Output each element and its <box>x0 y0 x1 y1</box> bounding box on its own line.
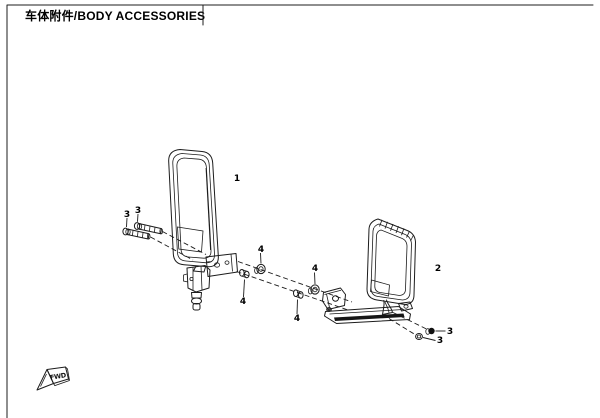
bolt <box>122 227 151 240</box>
page-border <box>6 4 594 418</box>
callout-part-3: 3 <box>135 206 141 216</box>
bolt <box>425 327 435 335</box>
page-title: 车体附件/BODY ACCESSORIES <box>25 8 205 23</box>
mirror-right-base-bracket <box>322 287 413 324</box>
spacer <box>293 289 304 299</box>
leader-line <box>314 272 316 285</box>
callout-part-3: 3 <box>437 336 443 346</box>
nut <box>254 263 266 275</box>
fwd-direction-indicator: FWD <box>36 366 70 391</box>
mounting-bolts-left <box>122 213 163 240</box>
leader-line <box>296 299 298 315</box>
callout-part-4: 4 <box>294 314 300 324</box>
title-block: 车体附件/BODY ACCESSORIES <box>25 4 205 26</box>
axis-dashed-lines <box>150 231 428 336</box>
callout-part-2: 2 <box>435 264 441 274</box>
nut <box>307 284 320 295</box>
mirror-left-stem <box>183 265 211 311</box>
leader-line <box>260 252 262 264</box>
callout-part-1: 1 <box>234 174 240 184</box>
leader-line <box>243 279 245 298</box>
fastener-set-middle <box>239 252 320 315</box>
mirror-left-bracket <box>205 253 238 277</box>
callout-part-4: 4 <box>240 297 246 307</box>
mirror-right-housing <box>366 218 416 305</box>
mirror-left-assembly <box>168 149 238 311</box>
nut <box>415 333 423 340</box>
bolt <box>133 222 163 235</box>
housing-hatching <box>379 219 414 242</box>
mirror-right-glass-highlight <box>370 279 390 297</box>
callout-part-4: 4 <box>312 264 318 274</box>
callout-labels: 1 2 3 3 3 3 4 4 4 4 <box>124 174 453 346</box>
mounting-bolts-right <box>415 327 446 341</box>
callout-part-3: 3 <box>124 210 130 220</box>
leader-line <box>126 217 128 228</box>
callout-part-4: 4 <box>258 245 264 255</box>
spacer <box>239 269 250 279</box>
fwd-label: FWD <box>49 371 67 382</box>
callout-part-3: 3 <box>447 327 453 337</box>
leader-line <box>422 337 436 341</box>
mirror-right-assembly <box>322 218 416 324</box>
leader-line <box>137 213 139 222</box>
mirror-left-housing <box>168 149 219 268</box>
